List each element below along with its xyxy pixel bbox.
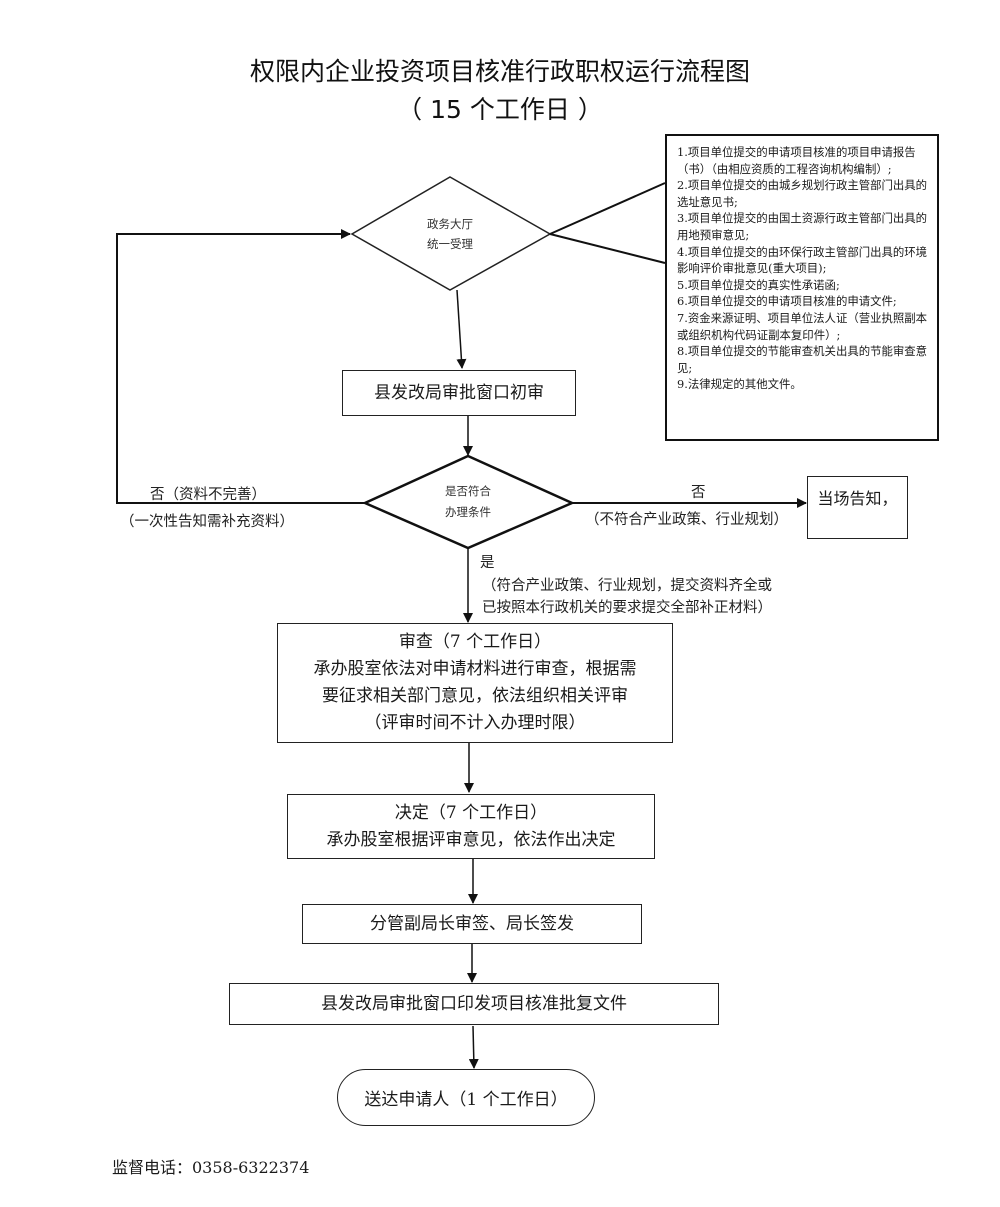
sign-box: 分管副局长审签、局长签发 bbox=[302, 904, 642, 944]
review-line-2: 要征求相关部门意见，依法组织相关评审 bbox=[322, 686, 628, 706]
initial-review-label: 县发改局审批窗口初审 bbox=[374, 382, 544, 403]
requirement-item: 1.项目单位提交的申请项目核准的项目申请报告（书）（由相应资质的工程咨询机构编制… bbox=[677, 145, 916, 176]
label-no-incomplete: 否（资料不完善） bbox=[150, 487, 266, 503]
initial-review-box: 县发改局审批窗口初审 bbox=[342, 370, 576, 416]
accept-diamond-label: 政务大厅 统一受理 bbox=[400, 214, 500, 254]
requirement-item: 3.项目单位提交的由国土资源行政主管部门出具的用地预审意见; bbox=[677, 211, 928, 242]
page-subtitle: （ 15 个工作日 ） bbox=[397, 95, 603, 124]
issue-box: 县发改局审批窗口印发项目核准批复文件 bbox=[229, 983, 719, 1025]
accept-diamond bbox=[350, 176, 552, 291]
review-line-1: 承办股室依法对申请材料进行审查，根据需 bbox=[313, 659, 637, 679]
arrow-issue-to-deliver bbox=[468, 1025, 479, 1069]
decision-box: 决定（7 个工作日） 承办股室根据评审意见，依法作出决定 bbox=[287, 794, 655, 859]
label-yes: 是 bbox=[480, 555, 495, 571]
notify-label: 当场告知， bbox=[817, 489, 898, 508]
issue-label: 县发改局审批窗口印发项目核准批复文件 bbox=[321, 993, 627, 1014]
condition-diamond-label: 是否符合 办理条件 bbox=[418, 481, 518, 523]
arrow-accept-to-initial-review bbox=[456, 289, 467, 369]
label-no-incomplete-note: （一次性告知需补充资料） bbox=[120, 514, 294, 530]
label-no-policy: 否 bbox=[691, 485, 706, 501]
requirement-item: 5.项目单位提交的真实性承诺函; bbox=[677, 277, 840, 292]
requirement-item: 7.资金来源证明、项目单位法人证（营业执照副本或组织机构代码证副本复印件）; bbox=[677, 310, 928, 342]
requirements-list: 1.项目单位提交的申请项目核准的项目申请报告（书）（由相应资质的工程咨询机构编制… bbox=[665, 134, 939, 441]
notify-box: 当场告知， bbox=[807, 476, 908, 539]
label-no-policy-note: （不符合产业政策、行业规划） bbox=[585, 512, 788, 528]
accept-line-2: 统一受理 bbox=[427, 237, 473, 251]
requirement-item: 6.项目单位提交的申请项目核准的申请文件; bbox=[677, 294, 897, 309]
arrow-loop-back-incomplete bbox=[116, 229, 365, 504]
decision-title: 决定（7 个工作日） bbox=[394, 802, 548, 823]
condition-line-2: 办理条件 bbox=[445, 505, 491, 519]
requirements-connector-bottom bbox=[549, 233, 666, 264]
deliver-terminal: 送达申请人（1 个工作日） bbox=[337, 1069, 595, 1126]
requirement-item: 9.法律规定的其他文件。 bbox=[677, 377, 802, 392]
condition-line-1: 是否符合 bbox=[445, 484, 491, 498]
page-title: 权限内企业投资项目核准行政职权运行流程图 bbox=[249, 57, 750, 86]
sign-label: 分管副局长审签、局长签发 bbox=[370, 913, 574, 934]
review-title: 审查（7 个工作日） bbox=[398, 632, 552, 652]
accept-line-1: 政务大厅 bbox=[427, 217, 473, 231]
requirements-connector-top bbox=[549, 182, 666, 235]
label-yes-note-2: 已按照本行政机关的要求提交全部补正材料） bbox=[482, 600, 772, 616]
supervision-phone: 监督电话：0358-6322374 bbox=[112, 1158, 310, 1177]
requirement-item: 2.项目单位提交的由城乡规划行政主管部门出具的选址意见书; bbox=[677, 178, 928, 209]
requirement-item: 8.项目单位提交的节能审查机关出具的节能审查意见; bbox=[677, 344, 928, 375]
review-line-3: （评审时间不计入办理时限） bbox=[364, 713, 586, 733]
requirement-item: 4.项目单位提交的由环保行政主管部门出具的环境影响评价审批意见(重大项目); bbox=[677, 244, 928, 276]
review-box: 审查（7 个工作日） 承办股室依法对申请材料进行审查，根据需 要征求相关部门意见… bbox=[277, 623, 673, 743]
deliver-label: 送达申请人（1 个工作日） bbox=[364, 1090, 568, 1110]
label-yes-note-1: （符合产业政策、行业规划，提交资料齐全或 bbox=[482, 578, 772, 594]
decision-line-1: 承办股室根据评审意见，依法作出决定 bbox=[326, 829, 616, 850]
